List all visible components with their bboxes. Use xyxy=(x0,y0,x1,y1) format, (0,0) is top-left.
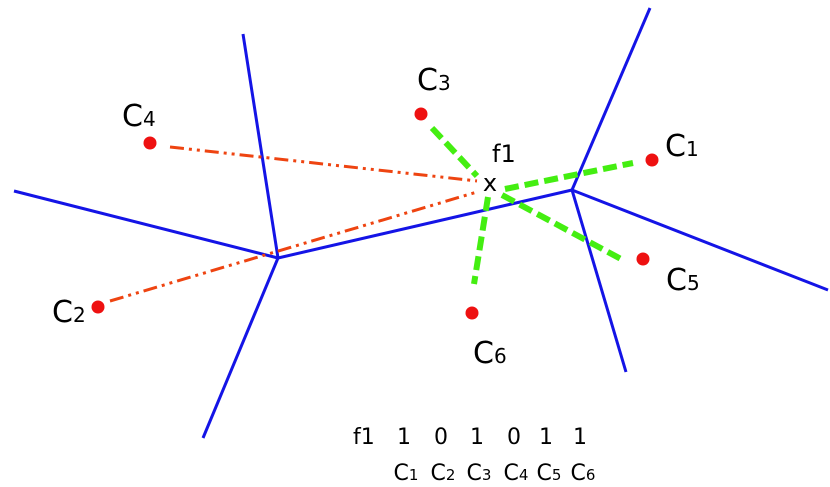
code-bit: 1 xyxy=(397,425,411,450)
site-point-c4 xyxy=(143,136,157,150)
site-labels: C1 C2 C3 C4 C5 C6 xyxy=(52,63,700,371)
voronoi-edge xyxy=(570,189,628,373)
site-label-c1: C1 xyxy=(665,129,699,164)
site-point-c2 xyxy=(91,300,105,314)
voronoi-edge xyxy=(13,189,279,260)
code-bit: 1 xyxy=(539,425,553,450)
site-label-c6: C6 xyxy=(473,336,507,371)
feature-label: f1 xyxy=(492,140,516,168)
near-link-c3 xyxy=(429,125,480,179)
site-label-c5: C5 xyxy=(666,263,700,298)
voronoi-edge xyxy=(241,33,280,259)
far-links xyxy=(109,145,478,303)
voronoi-edges xyxy=(13,7,829,439)
feature-marker: x xyxy=(483,169,497,197)
near-link-c6 xyxy=(471,196,491,285)
code-column-label: C2 xyxy=(431,461,456,486)
code-row-label: f1 xyxy=(353,425,375,450)
site-point-c1 xyxy=(645,153,659,167)
site-label-c3: C3 xyxy=(417,63,451,98)
near-link-c5 xyxy=(500,192,623,262)
code-column-label: C1 xyxy=(394,461,419,486)
site-point-c6 xyxy=(465,306,479,320)
site-point-c5 xyxy=(636,252,650,266)
far-link-c4 xyxy=(169,145,478,183)
code-column-label: C3 xyxy=(467,461,492,486)
voronoi-edge xyxy=(277,188,573,260)
near-link-c1 xyxy=(504,160,634,192)
site-points xyxy=(91,107,659,320)
feature-f1: x f1 xyxy=(483,140,516,197)
code-bit: 0 xyxy=(434,425,448,450)
code-bit: 1 xyxy=(573,425,587,450)
site-point-c3 xyxy=(414,107,428,121)
site-label-c4: C4 xyxy=(122,99,156,134)
code-column-label: C4 xyxy=(504,461,529,486)
code-bit: 0 xyxy=(507,425,521,450)
voronoi-edge xyxy=(570,7,652,191)
voronoi-edge xyxy=(571,188,829,292)
code-table: f1 1 0 1 0 1 1 C1 C2 C3 C4 C5 C6 xyxy=(353,425,595,486)
code-column-label: C6 xyxy=(571,461,596,486)
code-column-label: C5 xyxy=(537,461,562,486)
near-links xyxy=(429,125,634,285)
voronoi-edge xyxy=(201,257,280,439)
code-bit: 1 xyxy=(470,425,484,450)
far-link-c2 xyxy=(109,190,478,303)
site-label-c2: C2 xyxy=(52,295,86,330)
